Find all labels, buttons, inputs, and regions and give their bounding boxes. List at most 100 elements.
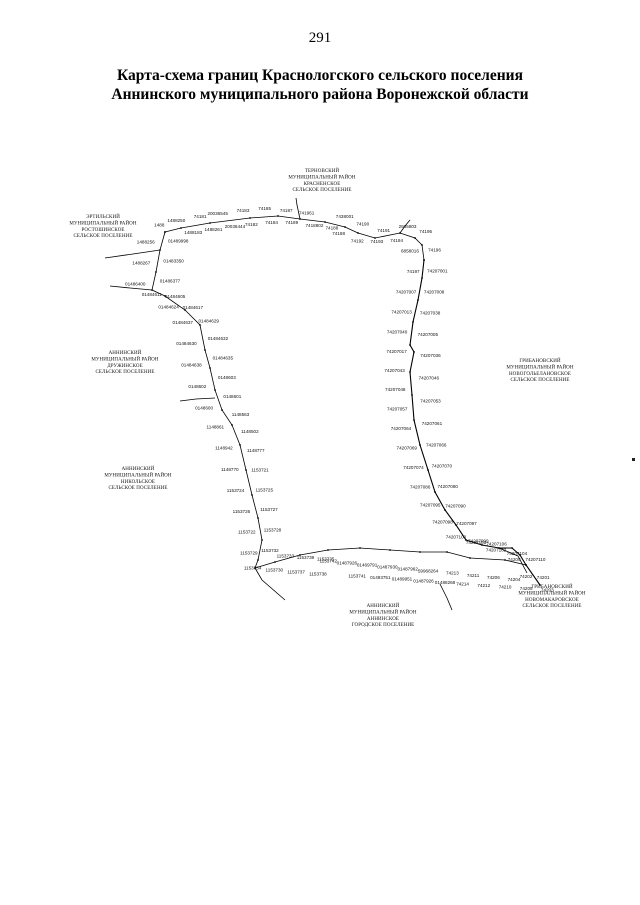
point-label: 74193: [370, 239, 383, 244]
point-label: 1488261: [205, 227, 223, 232]
point-label: 1153721: [251, 468, 269, 473]
boundary-vertex: [245, 469, 247, 471]
point-label: 74182: [245, 222, 258, 227]
neighbor-label-line: СЕЛЬСКОЕ ПОСЕЛЕНИЕ: [95, 370, 154, 375]
neighbor-label-line: МУНИЦИПАЛЬНЫЙ РАЙОН: [518, 590, 586, 596]
neighbor-label-line: АННИНСКИЙ: [367, 603, 400, 609]
map-title-line-2: Аннинского муниципального района Воронеж…: [111, 86, 529, 103]
point-label: 74211: [467, 573, 480, 578]
point-label: 74207097: [456, 521, 477, 526]
boundary-vertex: [419, 551, 421, 553]
point-label: 74191: [377, 228, 390, 233]
point-label: 74188: [326, 226, 339, 231]
neighbor-label-line: НОВОМАКАРОВСКОЕ: [525, 598, 579, 603]
point-label: 74207001: [427, 269, 448, 274]
boundary-vertex: [164, 231, 166, 233]
point-label: 1153722: [238, 530, 256, 535]
boundary-vertex: [257, 517, 259, 519]
point-label: 74207095: [420, 503, 441, 508]
point-label: 01487930: [377, 565, 398, 570]
neighbor-label-line: МУНИЦИПАЛЬНЫЙ РАЙОН: [104, 472, 172, 478]
boundary-vertex: [299, 554, 301, 556]
boundary-vertex: [231, 424, 233, 426]
boundary-vertex: [221, 409, 223, 411]
point-label: 1153732: [261, 548, 279, 553]
point-label: 01484637: [173, 320, 194, 325]
point-label: 74207064: [391, 426, 412, 431]
division-southeast: [498, 547, 528, 574]
boundary-vertex: [374, 237, 376, 239]
point-label: 74207061: [422, 421, 443, 426]
boundary-vertex: [164, 295, 166, 297]
point-label: 1488183: [184, 230, 202, 235]
point-label: 1153728: [264, 528, 282, 533]
point-label: 1153737: [287, 570, 305, 575]
point-label: 74189: [285, 220, 298, 225]
boundary-vertex: [324, 221, 326, 223]
boundary-vertex: [251, 494, 253, 496]
division-northwest: [104, 249, 161, 259]
boundary-vertex: [419, 444, 421, 446]
point-label: 74207046: [419, 376, 440, 381]
boundary-vertex: [539, 584, 541, 586]
division-southwest: [254, 567, 286, 601]
point-label: 1148502: [241, 429, 259, 434]
boundary-vertex: [465, 539, 467, 541]
point-label: 1153735: [317, 557, 335, 562]
point-label: 74203: [541, 588, 554, 593]
neighbor-label-line: АННИНСКОЕ: [367, 617, 399, 622]
boundary-vertex: [434, 491, 436, 493]
point-label: 0148602: [188, 384, 206, 389]
point-label: 1153724: [227, 488, 245, 493]
point-label: 01487962: [397, 567, 418, 572]
point-label: 01487926: [413, 578, 434, 583]
point-label: 74207099: [468, 539, 489, 544]
boundary-vertex: [159, 249, 161, 251]
point-label: 01486400: [125, 282, 146, 287]
point-label: 1148861: [207, 425, 225, 430]
boundary-vertex: [261, 539, 263, 541]
point-label: 74207057: [387, 407, 408, 412]
boundary-vertex: [498, 547, 500, 549]
point-label: 74207043: [384, 368, 405, 373]
division-north: [295, 197, 301, 220]
division-west-upper: [109, 285, 153, 291]
boundary-vertex: [299, 218, 301, 220]
point-label: 74207106: [486, 542, 507, 547]
point-label: 01484635: [213, 356, 234, 361]
point-label: 74207103: [466, 540, 487, 545]
point-label: 74202: [520, 574, 533, 579]
point-label: 74210: [499, 584, 512, 589]
point-label: 1488256: [137, 240, 155, 245]
point-label: 01484638: [181, 363, 202, 368]
point-label: 74207005: [418, 332, 439, 337]
point-label: 74214: [456, 581, 469, 586]
boundary-vertex: [151, 289, 153, 291]
boundary-vertex: [399, 232, 401, 234]
point-label: 1488250: [167, 218, 185, 223]
boundary-vertex: [511, 547, 513, 549]
point-label: 7438001: [336, 214, 354, 219]
neighbor-label-line: ТЕРНОВСКИЙ: [305, 168, 340, 174]
point-label: 74200: [508, 557, 521, 562]
point-label: 74207036: [420, 353, 441, 358]
boundary-vertex: [249, 217, 251, 219]
boundary-vertex: [344, 226, 346, 228]
point-label: 74205: [520, 586, 533, 591]
point-label: 01484617: [183, 305, 204, 310]
point-label: 01488268: [435, 580, 456, 585]
point-label: 01469791: [357, 562, 378, 567]
point-label: 74207098: [432, 520, 453, 525]
neighbor-label-line: НОВОГОЛЬЕЛАНОВСКОЕ: [509, 372, 571, 377]
point-label: 01489998: [168, 239, 189, 244]
point-label: 74207110: [525, 557, 546, 562]
neighbor-label-line: СЕЛЬСКОЕ ПОСЕЛЕНИЕ: [73, 234, 132, 239]
boundary-vertex: [274, 561, 276, 563]
boundary-vertex: [423, 259, 425, 261]
boundary-vertex: [427, 469, 429, 471]
